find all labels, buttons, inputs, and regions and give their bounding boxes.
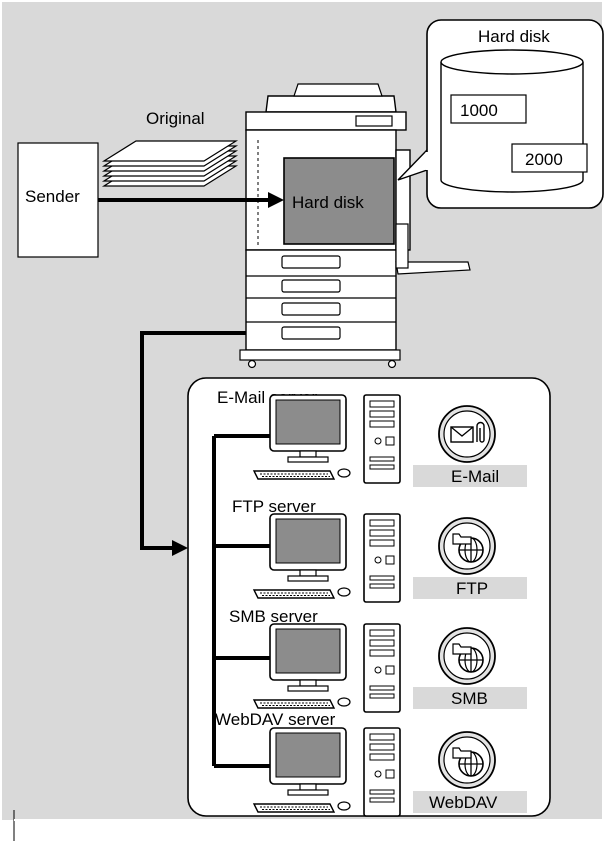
webdav-server: WebDAV server WebDAV: [214, 710, 527, 817]
callout-title: Hard disk: [478, 27, 550, 46]
disk-box-2000: 2000: [525, 150, 563, 169]
email-attachment-icon: [438, 405, 496, 463]
server-name-smb: SMB server: [229, 607, 318, 626]
folder-globe-icon: [438, 731, 496, 789]
mfp-hard-disk-label: Hard disk: [292, 193, 364, 212]
original-label: Original: [146, 109, 205, 128]
original-paper-stack: Original: [101, 109, 239, 187]
protocol-label-email: E-Mail: [451, 467, 499, 486]
email-server: E-Mail server E-Mail: [214, 388, 527, 487]
ftp-server: FTP server FTP: [214, 497, 527, 603]
distribution-line: [140, 331, 246, 550]
hard-disk-screen: [283, 157, 395, 245]
folder-globe-icon: [438, 627, 496, 685]
protocol-label-bg: [413, 465, 527, 487]
protocol-label-bg: [413, 791, 527, 813]
server-name-webdav: WebDAV server: [215, 710, 336, 729]
smb-server: SMB server SMB: [214, 607, 527, 713]
protocol-label-bg: [413, 577, 527, 599]
protocol-label-smb: SMB: [451, 689, 488, 708]
protocol-label-webdav: WebDAV: [429, 793, 498, 812]
protocol-label-bg: [413, 687, 527, 709]
disk-box-1000: 1000: [460, 101, 498, 120]
mfp-machine: Hard disk: [239, 83, 471, 369]
sender-box: Sender: [17, 142, 99, 258]
server-name-ftp: FTP server: [232, 497, 316, 516]
protocol-label-ftp: FTP: [456, 579, 488, 598]
folder-globe-icon: [438, 517, 496, 575]
sender-label: Sender: [25, 187, 80, 206]
hard-disk-callout: Hard disk 1000 2000: [425, 19, 604, 209]
